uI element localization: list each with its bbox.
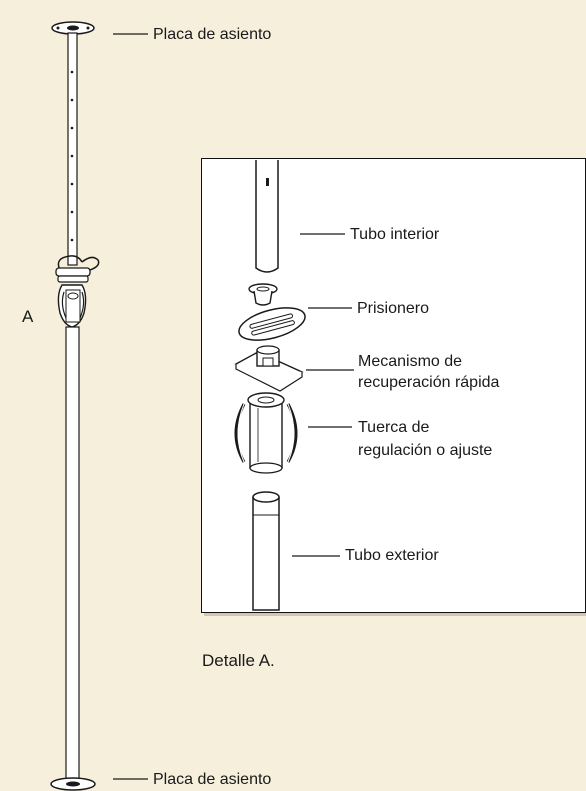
label-quick-release-line1: Mecanismo de	[358, 353, 463, 370]
detail-outer-tube	[252, 491, 280, 611]
bottom-base-plate	[50, 777, 96, 791]
label-quick-release-line2: recuperación rápida	[358, 374, 500, 391]
label-top-base-plate: Placa de asiento	[153, 26, 272, 43]
detail-quick-release	[234, 345, 304, 392]
prop-outer-tube	[65, 326, 80, 783]
detail-inner-tube	[255, 160, 279, 273]
top-base-plate	[51, 21, 95, 35]
label-bottom-base-plate: Placa de asiento	[153, 771, 272, 788]
label-detail-marker: A	[22, 307, 34, 326]
prop-adjustment-assembly	[55, 255, 100, 328]
prop-inner-tube	[67, 32, 78, 266]
detail-caption: Detalle A.	[202, 651, 275, 670]
label-outer-tube: Tubo exterior	[345, 547, 439, 564]
detail-pin	[238, 283, 306, 341]
label-pin: Prisionero	[357, 300, 430, 317]
label-nut-line2: regulación o ajuste	[358, 442, 493, 459]
label-nut-line1: Tuerca de	[358, 419, 430, 436]
label-inner-tube: Tubo interior	[350, 226, 440, 243]
detail-adjustment-nut	[234, 392, 298, 474]
